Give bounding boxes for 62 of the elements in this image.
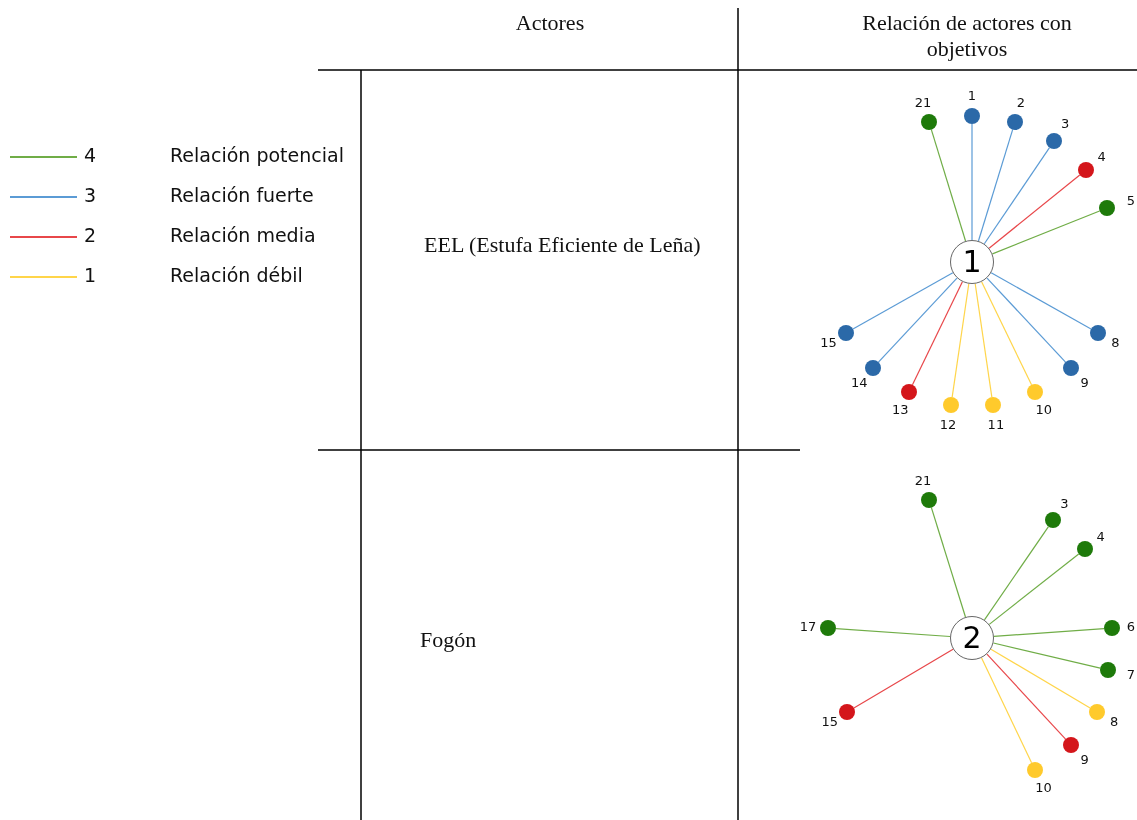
connector-line bbox=[853, 648, 954, 709]
objective-number: 2 bbox=[1015, 95, 1026, 109]
objective-number: 13 bbox=[891, 403, 910, 416]
connector-line bbox=[980, 657, 1033, 764]
connector-line bbox=[983, 526, 1050, 621]
objective-number: 9 bbox=[1079, 752, 1090, 766]
legend-value: 1 bbox=[84, 266, 98, 285]
connector-line bbox=[990, 648, 1091, 709]
objective-number: 3 bbox=[1060, 117, 1071, 131]
legend-value: 2 bbox=[84, 226, 98, 245]
connector-line bbox=[986, 277, 1067, 363]
column-header: Actores bbox=[514, 10, 586, 36]
legend-label: Relación media bbox=[170, 226, 316, 245]
objective-number: 12 bbox=[938, 417, 958, 431]
connector-line bbox=[877, 277, 958, 363]
connector-line bbox=[974, 283, 993, 398]
connector-line bbox=[990, 272, 1092, 330]
connector-line bbox=[951, 283, 970, 398]
objective-number: 17 bbox=[798, 619, 818, 633]
objective-number: 10 bbox=[1034, 781, 1053, 795]
connector-line bbox=[835, 627, 951, 638]
actor-circle: 1 bbox=[950, 240, 994, 284]
connector-line bbox=[911, 281, 963, 386]
objective-number: 21 bbox=[913, 473, 933, 487]
connector-line bbox=[930, 129, 967, 242]
objective-number: 10 bbox=[1034, 403, 1053, 416]
connector-line bbox=[988, 174, 1081, 249]
legend-value: 4 bbox=[84, 146, 98, 165]
legend-label: Relación débil bbox=[170, 266, 303, 285]
actor-circle: 2 bbox=[950, 616, 994, 660]
connector-line bbox=[977, 129, 1014, 242]
objective-number: 21 bbox=[913, 95, 933, 109]
column-header: Relación de actores con objetivos bbox=[861, 10, 1073, 62]
objective-number: 15 bbox=[820, 715, 840, 729]
objective-number: 4 bbox=[1096, 150, 1107, 164]
table-cell-text: EEL (Estufa Eficiente de Leña) bbox=[423, 232, 702, 258]
table-cell-text: Fogón bbox=[420, 627, 478, 653]
connector-line bbox=[983, 147, 1051, 245]
connector-line bbox=[930, 507, 967, 618]
connector-line bbox=[986, 653, 1067, 740]
connector-line bbox=[988, 553, 1080, 625]
objective-number: 8 bbox=[1110, 335, 1121, 349]
connector-line bbox=[852, 272, 954, 330]
objective-number: 1 bbox=[966, 89, 978, 102]
objective-number: 15 bbox=[819, 335, 838, 349]
connector-line bbox=[971, 123, 973, 241]
objective-number: 8 bbox=[1109, 715, 1120, 729]
connector-line bbox=[993, 627, 1105, 638]
objective-number: 9 bbox=[1079, 375, 1090, 389]
objective-number: 11 bbox=[986, 417, 1006, 431]
connector-line bbox=[981, 281, 1033, 386]
connector-line bbox=[992, 642, 1101, 669]
objective-number: 4 bbox=[1095, 529, 1106, 543]
objective-number: 3 bbox=[1059, 496, 1070, 510]
objective-number: 5 bbox=[1125, 193, 1135, 207]
legend-label: Relación fuerte bbox=[170, 186, 314, 205]
legend-label: Relación potencial bbox=[170, 146, 344, 165]
legend-value: 3 bbox=[84, 186, 98, 205]
objective-number: 14 bbox=[850, 375, 869, 389]
objective-number: 6 bbox=[1125, 619, 1135, 633]
objective-number: 7 bbox=[1125, 667, 1135, 681]
connector-line bbox=[991, 210, 1101, 255]
